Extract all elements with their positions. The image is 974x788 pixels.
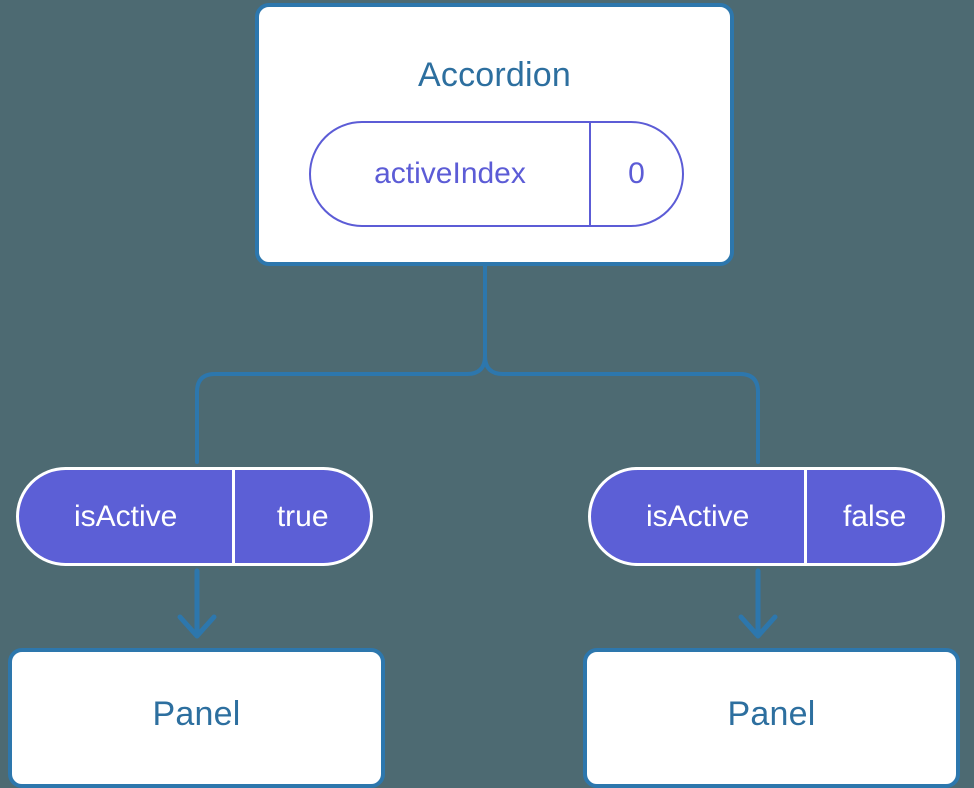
left-state-key: isActive — [73, 499, 178, 533]
right-panel-node-card[interactable]: Panel — [583, 648, 960, 788]
connector-root-to-left — [195, 264, 487, 464]
accordion-node-card[interactable]: Accordion activeIndex 0 — [255, 3, 734, 266]
right-panel-node-title: Panel — [727, 695, 816, 733]
accordion-prop-key: activeIndex — [374, 157, 526, 190]
right-state-value: false — [804, 470, 942, 563]
arrow-left-head-icon — [177, 614, 217, 639]
diagram-canvas: Accordion activeIndex 0 isActive true is… — [8, 3, 960, 788]
accordion-node-title: Accordion — [418, 56, 571, 94]
left-state-value: true — [232, 470, 370, 563]
left-panel-node-title: Panel — [152, 695, 241, 733]
connector-root-to-right — [483, 264, 760, 464]
arrow-right-head-icon — [738, 614, 778, 639]
left-panel-node-card[interactable]: Panel — [8, 648, 385, 788]
right-state-chip[interactable]: isActive false — [588, 467, 945, 566]
accordion-prop-chip[interactable]: activeIndex 0 — [309, 121, 684, 227]
left-state-chip[interactable]: isActive true — [16, 467, 373, 566]
right-state-key: isActive — [645, 499, 750, 533]
accordion-prop-value: 0 — [588, 123, 682, 225]
